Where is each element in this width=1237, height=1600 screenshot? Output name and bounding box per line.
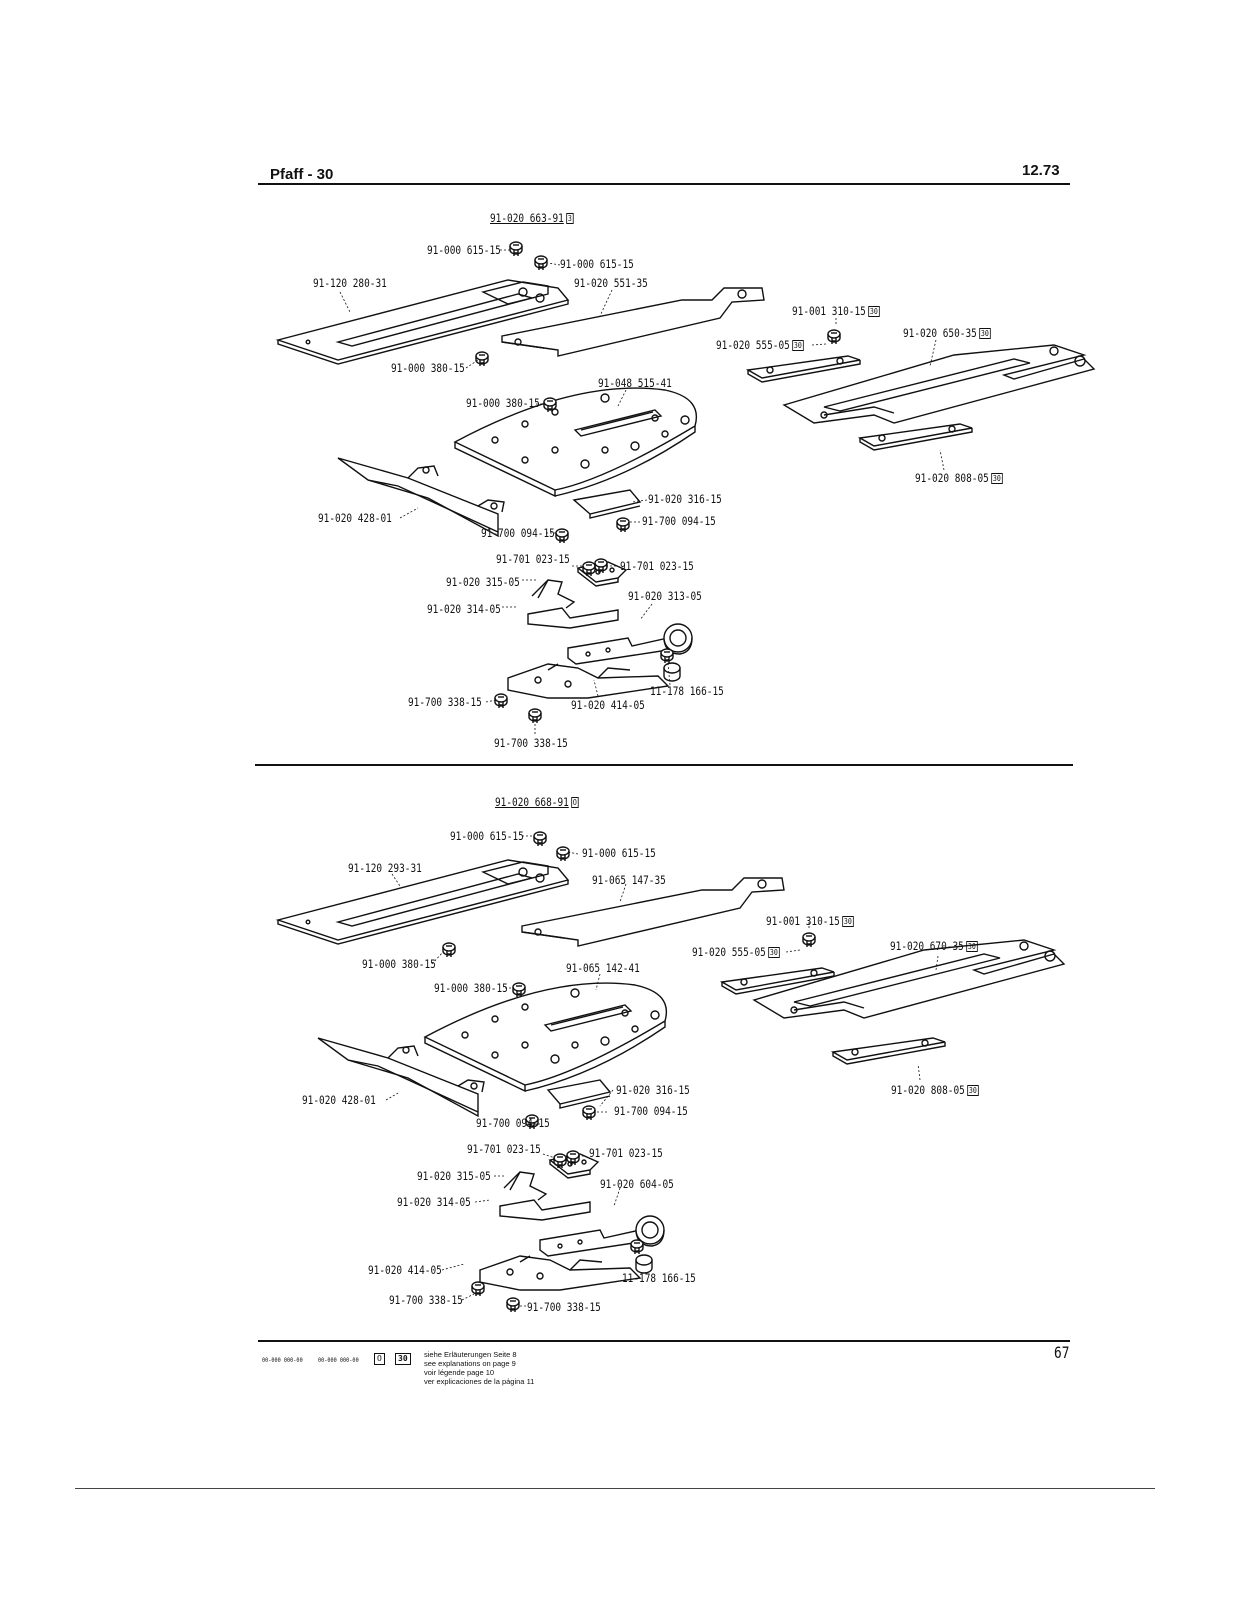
part-label: 11-178 166-15 [650,684,724,698]
part-label: 91-020 551-35 [574,276,648,290]
part-label: 91-701 023-15 [589,1146,663,1160]
part-label: 91-065 147-35 [592,873,666,887]
part-label: 91-020 315-05 [446,575,520,589]
part-label: 11-178 166-15 [622,1271,696,1285]
page-bottom-line [75,1488,1155,1489]
part-label: 91-000 380-15 [466,396,540,410]
footer-code: 00-000 000-00 [262,1356,303,1364]
footer-code: 00-000 000-00 [318,1356,359,1364]
part-label: 91-700 338-15 [389,1293,463,1307]
part-label: 91-700 094-15 [614,1104,688,1118]
section-divider [255,764,1073,766]
part-label: 91-020 315-05 [417,1169,491,1183]
part-label: 91-020 428-01 [318,511,392,525]
part-label: 91-120 280-31 [313,276,387,290]
part-label: 91-020 314-05 [427,602,501,616]
part-label: 91-120 293-31 [348,861,422,875]
footer-box: O [374,1353,385,1365]
note-fr: voir légende page 10 [424,1368,495,1377]
code-tag: 30 [967,1085,979,1096]
code-tag: 30 [768,947,780,958]
part-label: 91-700 338-15 [408,695,482,709]
part-label: 91-020 314-05 [397,1195,471,1209]
part-label: 91-700 094-15 [481,526,555,540]
part-label: 91-700 094-15 [642,514,716,528]
note-en: see explanations on page 9 [424,1359,516,1368]
part-label: 91-701 023-15 [467,1142,541,1156]
assembly-code-tag: O [571,797,579,808]
code-tag: 30 [991,473,1003,484]
part-label: 91-020 414-05 [368,1263,442,1277]
explanation-notes: siehe Erläuterungen Seite 8 see explanat… [424,1350,534,1386]
code-tag: 30 [979,328,991,339]
part-label: 91-701 023-15 [620,559,694,573]
part-label: 91-020 316-15 [616,1083,690,1097]
code-tag: 30 [868,306,880,317]
part-label: 91-065 142-41 [566,961,640,975]
part-label: 91-000 615-15 [582,846,656,860]
note-es: ver explicaciones de la página 11 [424,1377,535,1386]
code-tag: 30 [792,340,804,351]
assembly-code-tag: 3 [566,213,574,224]
part-label: 91-700 094-15 [476,1116,550,1130]
brand-title: Pfaff - 30 [270,166,334,183]
part-label: 91-020 428-01 [302,1093,376,1107]
revision-date: 12.73 [1022,162,1060,179]
header-rule [258,183,1070,185]
part-label: 91-020 604-05 [600,1177,674,1191]
part-label: 91-000 615-15 [560,257,634,271]
footer-rule [258,1340,1070,1342]
part-label: 91-020 316-15 [648,492,722,506]
code-tag: 30 [842,916,854,927]
part-label: 91-048 515-41 [598,376,672,390]
part-label: 91-000 615-15 [450,829,524,843]
part-label: 91-700 338-15 [527,1300,601,1314]
footer-box: 30 [395,1353,411,1365]
part-label: 91-000 380-15 [391,361,465,375]
part-label: 91-000 380-15 [434,981,508,995]
part-label: 91-000 615-15 [427,243,501,257]
part-label: 91-020 313-05 [628,589,702,603]
page-number: 67 [1054,1343,1070,1362]
part-label: 91-000 380-15 [362,957,436,971]
part-label: 91-700 338-15 [494,736,568,750]
part-label: 91-701 023-15 [496,552,570,566]
part-label: 91-020 414-05 [571,698,645,712]
note-de: siehe Erläuterungen Seite 8 [424,1350,517,1359]
code-tag: 30 [966,941,978,952]
